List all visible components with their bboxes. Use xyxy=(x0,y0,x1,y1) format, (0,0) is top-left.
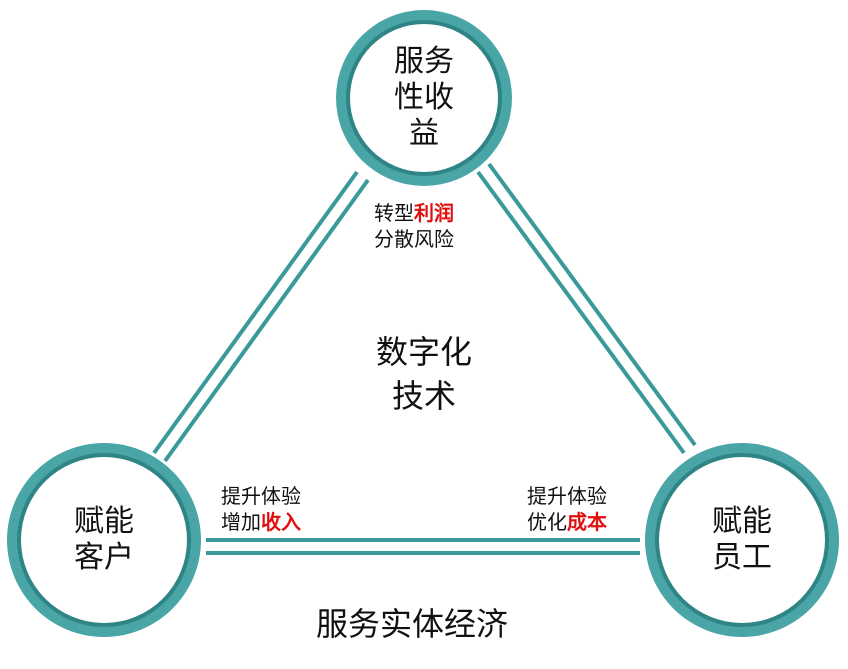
edge-left-line-1: 提升体验 xyxy=(221,484,301,508)
edge-top-text-1: 转型 xyxy=(374,201,414,225)
node-right-line-2: 员工 xyxy=(712,540,772,575)
edge-left-label: 提升体验 增加收入 xyxy=(221,483,301,535)
footer-label: 服务实体经济 xyxy=(316,605,509,643)
edge-top-line-2: 分散风险 xyxy=(374,227,454,251)
node-top-line-2: 性收 xyxy=(394,80,454,115)
node-left-label: 赋能 客户 xyxy=(44,504,164,576)
edge-left-highlight: 收入 xyxy=(261,510,301,534)
center-line-2: 技术 xyxy=(391,377,456,415)
edge-right-label: 提升体验 优化成本 xyxy=(527,483,607,535)
node-top-line-1: 服务 xyxy=(394,44,454,79)
node-left-line-2: 客户 xyxy=(74,540,134,575)
edge-left-line-2: 增加收入 xyxy=(221,509,301,535)
node-right-ring xyxy=(645,443,839,637)
edge-top-label: 转型利润 分散风险 xyxy=(374,200,454,252)
edge-left-text-2: 增加 xyxy=(221,510,261,534)
node-top-label: 服务 性收 益 xyxy=(364,44,484,152)
edge-right-text-2: 优化 xyxy=(527,510,567,534)
node-top-line-3: 益 xyxy=(409,116,439,151)
node-left-ring xyxy=(7,443,201,637)
edge-right-highlight: 成本 xyxy=(567,510,607,534)
node-right-label: 赋能 员工 xyxy=(682,504,802,576)
edge-right-line-2: 优化成本 xyxy=(527,509,607,535)
edge-bottom xyxy=(206,538,640,555)
edge-top-line-1: 转型利润 xyxy=(374,200,454,226)
center-label: 数字化 技术 xyxy=(344,330,504,418)
edge-top-highlight: 利润 xyxy=(414,201,454,225)
center-line-1: 数字化 xyxy=(375,333,472,371)
edge-top-right xyxy=(476,162,697,455)
edge-right-line-1: 提升体验 xyxy=(527,484,607,508)
edge-top-left xyxy=(152,170,370,463)
node-top-ring xyxy=(336,10,512,186)
node-right-line-1: 赋能 xyxy=(712,504,772,539)
node-left-line-1: 赋能 xyxy=(74,504,134,539)
